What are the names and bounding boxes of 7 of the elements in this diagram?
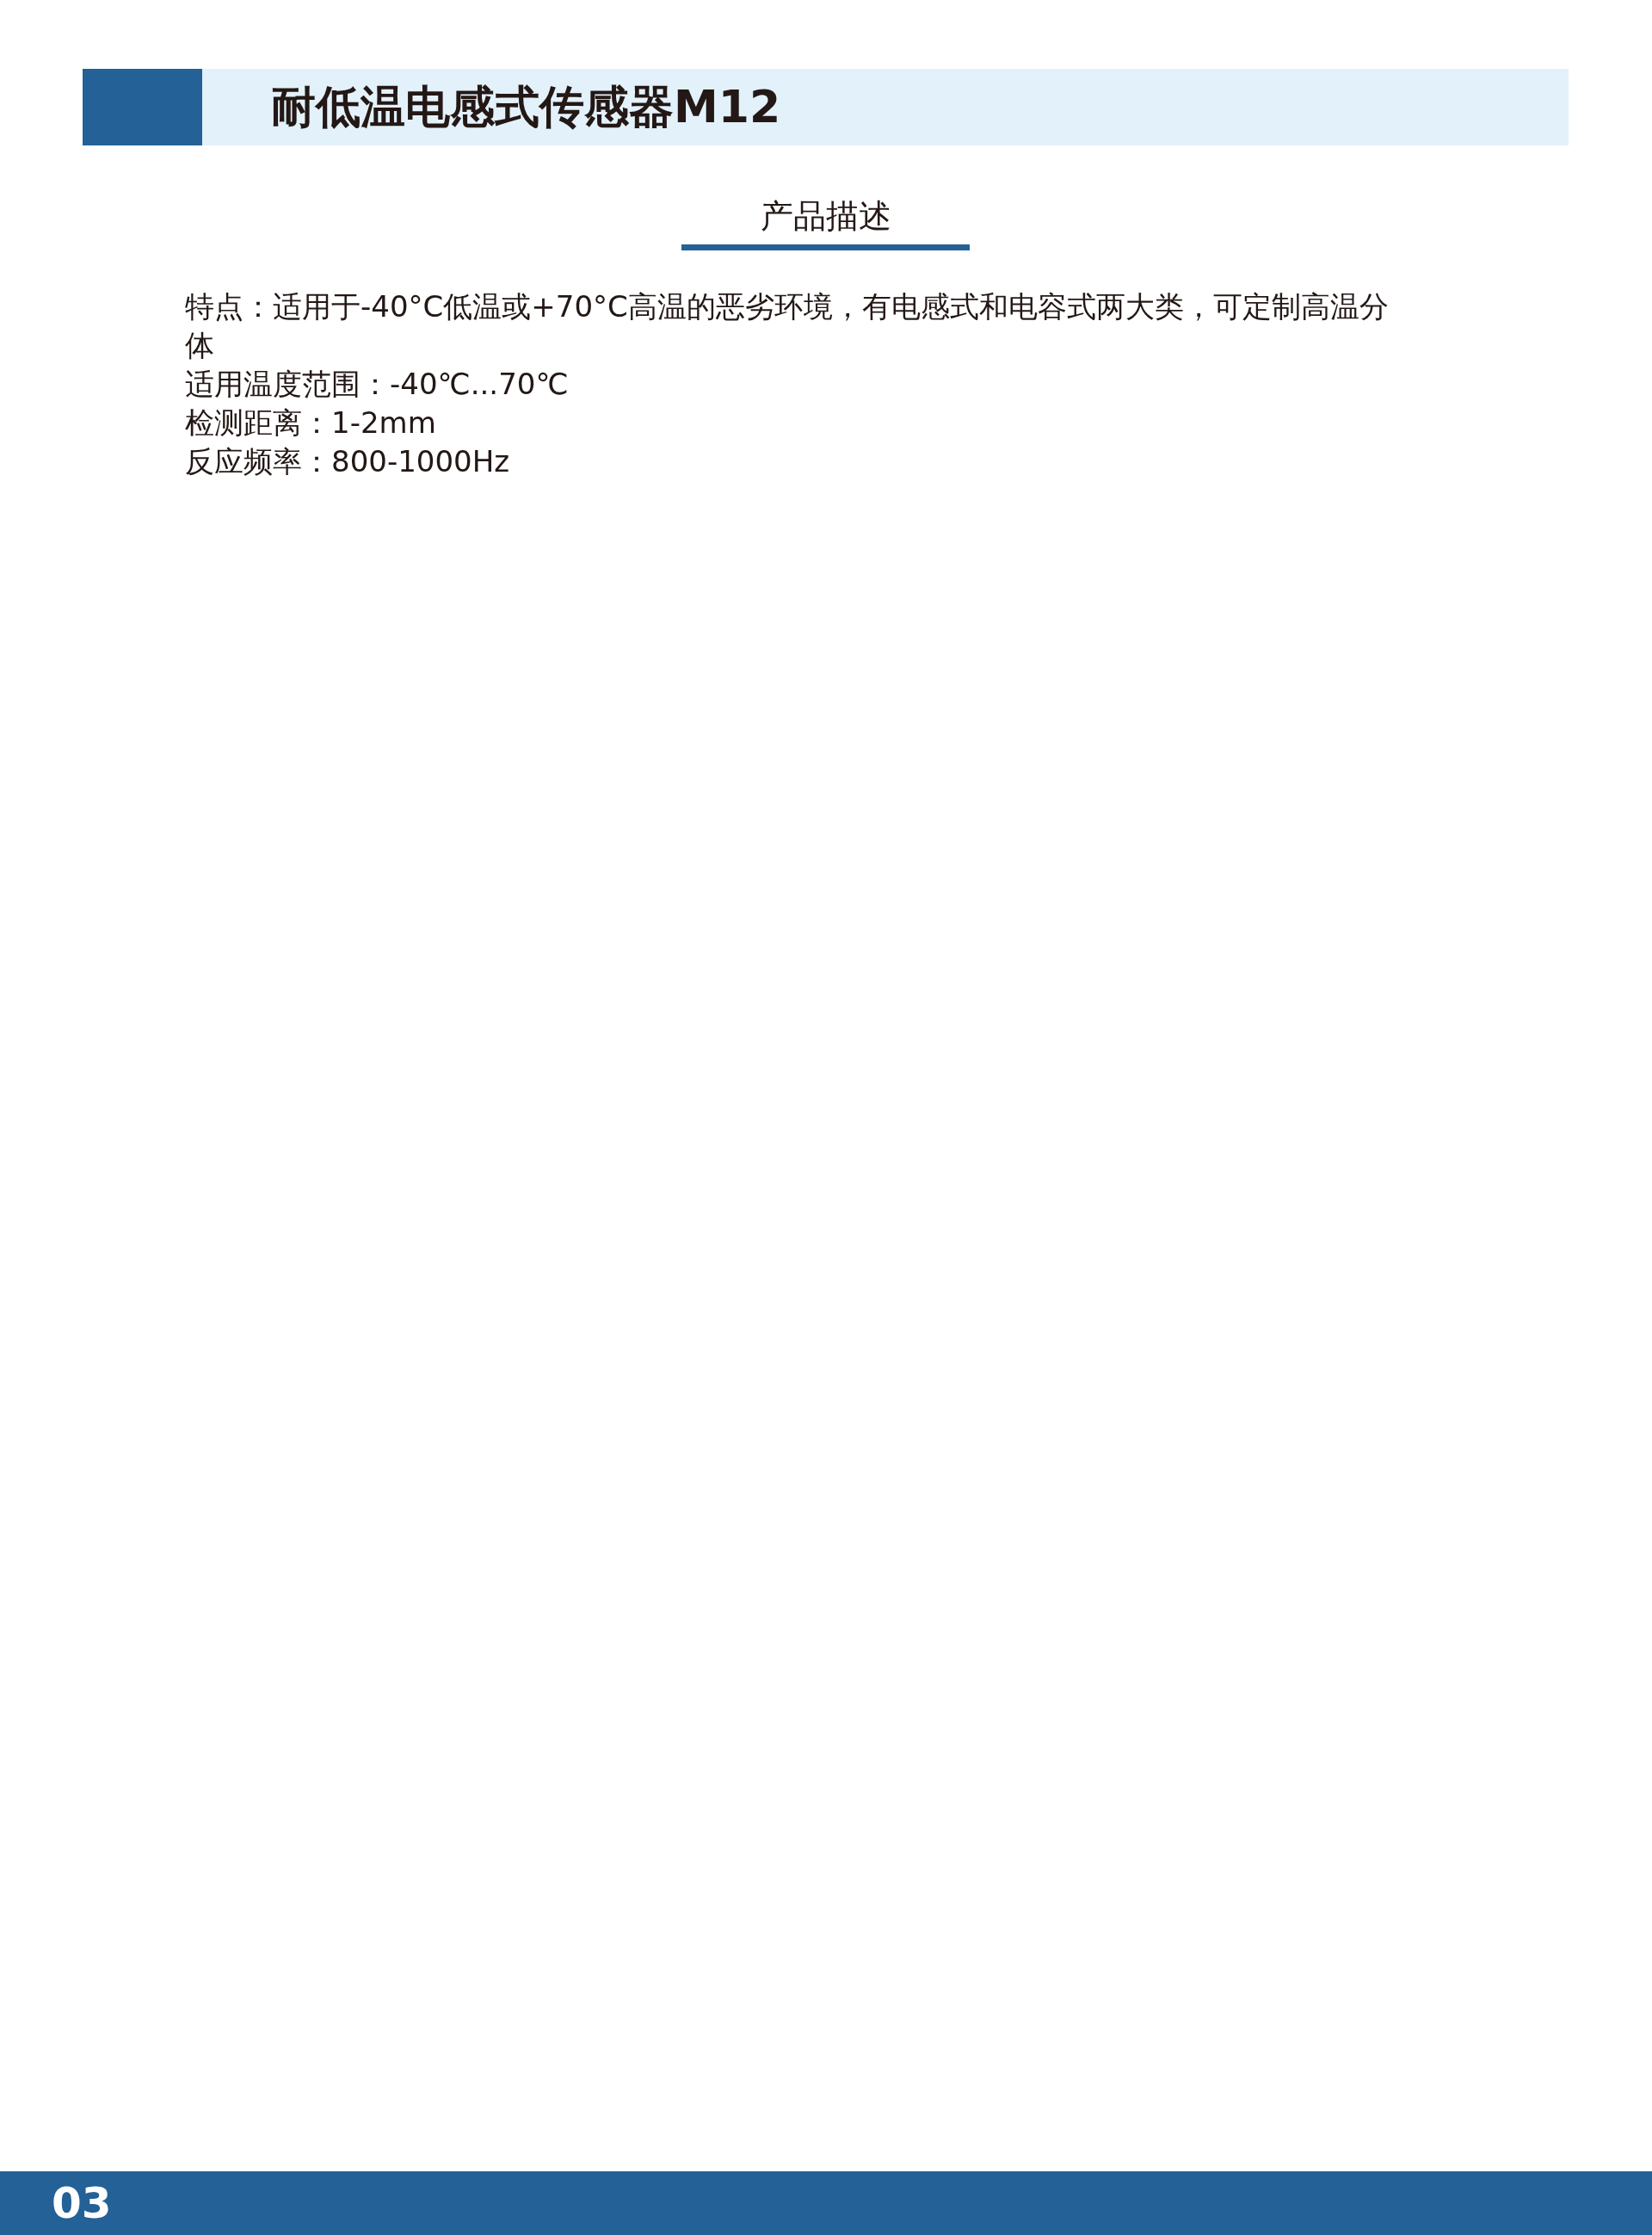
spec-text: 适用温度范围：-40℃...70℃	[185, 366, 570, 403]
spec-text: 检测距离：1-2mm	[185, 404, 437, 441]
spec-text: 特点：适用于-40°C低温或+70°C高温的恶劣环境，有电感式和电容式两大类，可定制高温分体	[185, 288, 1390, 364]
section-heading: 产品描述	[760, 196, 892, 237]
page-title: 耐低温电感式传感器M12	[271, 80, 781, 134]
page-number: 03	[52, 2177, 112, 2229]
spec-text: 反应频率：800-1000Hz	[185, 443, 511, 480]
